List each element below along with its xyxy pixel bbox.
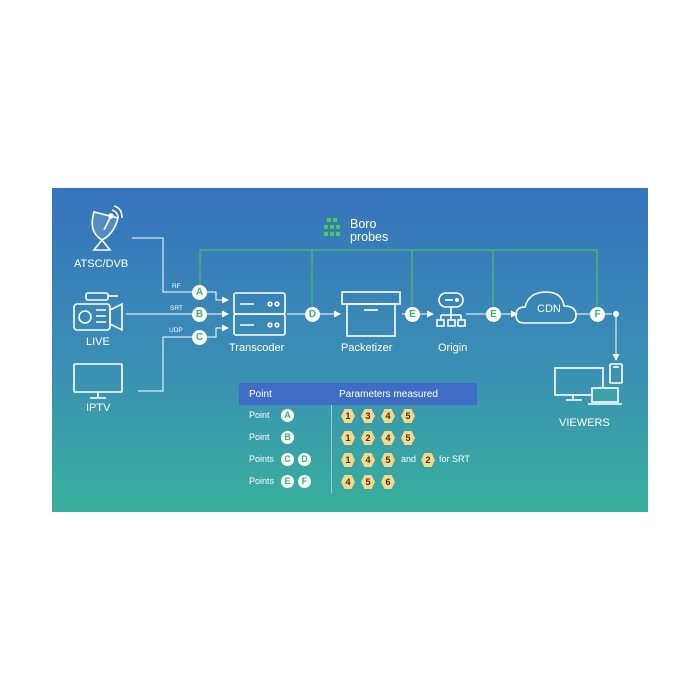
probe-point-f: F: [590, 307, 605, 322]
param-badge: 5: [401, 409, 415, 423]
param-badge: 3: [361, 409, 375, 423]
row-point-badge: F: [298, 475, 311, 488]
table-row: Points E F 4 5 6: [239, 471, 477, 493]
table-header: Point Parameters measured: [239, 383, 477, 405]
row-point-badge: A: [281, 409, 294, 422]
header-point: Point: [249, 389, 272, 400]
row-point-badge: E: [281, 475, 294, 488]
transcoder-icon: [233, 292, 286, 336]
connector-lines: [73, 205, 623, 405]
viewers-icon: [554, 363, 623, 405]
param-badge: 4: [381, 409, 395, 423]
origin-icon: [436, 292, 466, 327]
param-badge: 1: [341, 409, 355, 423]
node-label-cdn: CDN: [537, 303, 561, 315]
input-lines: [126, 237, 620, 392]
node-label-packetizer: Packetizer: [341, 342, 393, 354]
header-parameters-measured: Parameters measured: [339, 389, 438, 400]
source-label-live: LIVE: [86, 336, 110, 348]
row-label: Point: [249, 410, 270, 420]
row-label: Point: [249, 432, 270, 442]
protocol-label-srt: SRT: [170, 305, 183, 312]
param-badge: 1: [341, 431, 355, 445]
param-badge: 6: [381, 475, 395, 489]
diagram-panel: Boro probes ATSC/DVB LIVE IPTV RF SRT UD…: [52, 188, 648, 512]
probe-lines: [199, 249, 598, 306]
protocol-label-rf: RF: [172, 283, 181, 290]
param-badge: 2: [361, 431, 375, 445]
parameters-table: Point Parameters measured Point A 1 3 4 …: [239, 383, 477, 493]
node-label-origin: Origin: [438, 342, 468, 354]
row-point-badge: B: [281, 431, 294, 444]
protocol-label-udp: UDP: [169, 327, 183, 334]
brand-name-line2: probes: [350, 230, 389, 244]
source-label-atsc-dvb: ATSC/DVB: [74, 258, 129, 270]
row-point-badge: C: [281, 453, 294, 466]
probe-point-b: B: [192, 307, 207, 322]
node-label-viewers: VIEWERS: [559, 417, 610, 429]
table-row: Point B 1 2 4 5: [239, 427, 477, 449]
probe-point-a: A: [192, 285, 207, 300]
probe-point-c: C: [192, 330, 207, 345]
row-label: Points: [249, 476, 275, 486]
packetizer-icon: [341, 291, 401, 337]
table-divider: [331, 405, 332, 493]
param-badge: 4: [341, 475, 355, 489]
param-badge: 5: [361, 475, 375, 489]
param-badge: 5: [401, 431, 415, 445]
probe-point-e-origin: E: [486, 307, 501, 322]
param-badge: 4: [361, 453, 375, 467]
probe-point-d: D: [305, 307, 320, 322]
tv-icon: [73, 363, 123, 399]
source-label-iptv: IPTV: [86, 402, 111, 414]
satellite-dish-icon: [91, 205, 123, 251]
param-badge: 1: [341, 453, 355, 467]
probe-point-e-packetizer: E: [405, 307, 420, 322]
row-extra-suffix: for SRT: [439, 454, 470, 464]
node-label-transcoder: Transcoder: [229, 342, 285, 354]
row-extra-text: and: [401, 454, 417, 464]
param-badge: 4: [381, 431, 395, 445]
video-camera-icon: [73, 292, 123, 332]
row-label: Points: [249, 454, 275, 464]
table-row: Point A 1 3 4 5: [239, 405, 477, 427]
table-row: Points C D 1 4 5 and 2 for SRT: [239, 449, 477, 471]
param-badge: 2: [421, 453, 435, 467]
param-badge: 5: [381, 453, 395, 467]
cdn-cloud-icon: [515, 291, 577, 324]
row-point-badge: D: [298, 453, 311, 466]
brand-name-line1: Boro: [350, 217, 377, 231]
boro-probes-logo-icon: [324, 218, 340, 236]
